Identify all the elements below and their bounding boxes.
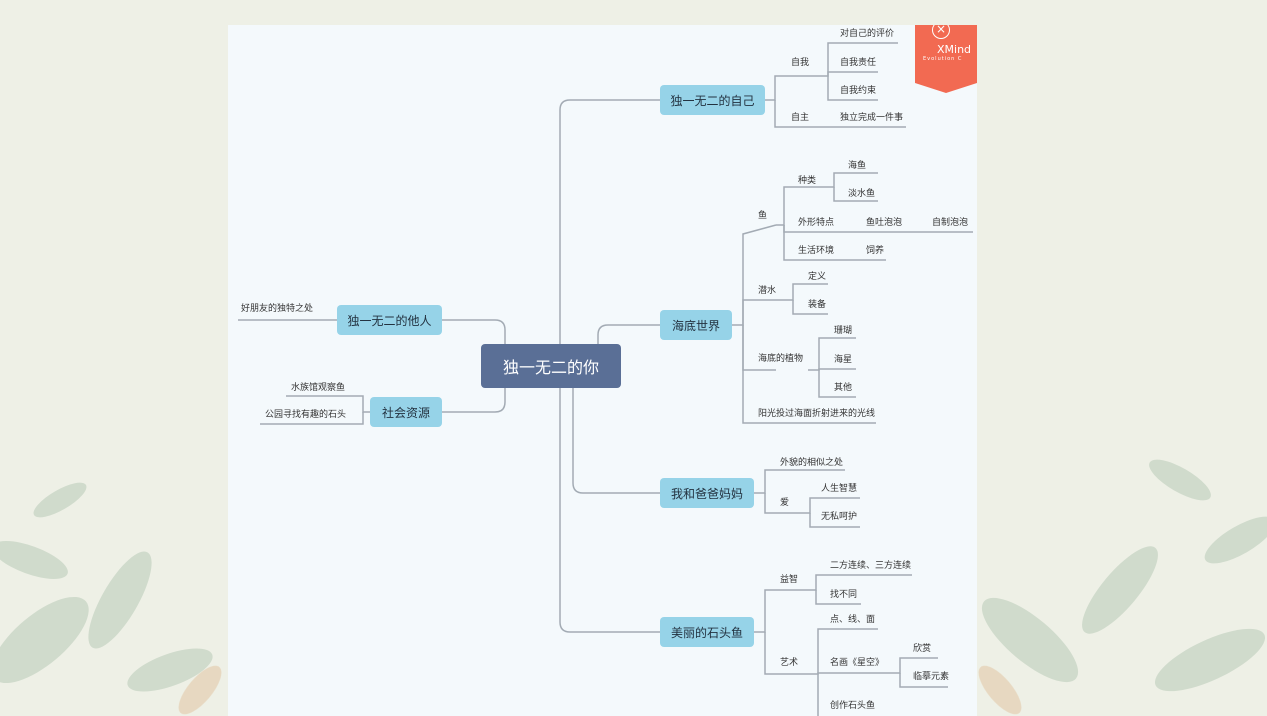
- leaf-equipment[interactable]: 装备: [808, 300, 827, 310]
- leaf-definition[interactable]: 定义: [808, 272, 827, 282]
- close-icon[interactable]: ×: [932, 25, 950, 39]
- leaf-love[interactable]: 爱: [780, 498, 790, 508]
- leaf-shape-features[interactable]: 外形特点: [798, 218, 835, 228]
- leaf-ziwo[interactable]: 自我: [791, 58, 810, 68]
- leaf-copy-elements[interactable]: 临摹元素: [913, 672, 950, 682]
- leaf-coral[interactable]: 珊瑚: [834, 326, 853, 336]
- topic-stone-fish[interactable]: 美丽的石头鱼: [660, 617, 754, 647]
- leaf-others[interactable]: 其他: [834, 383, 853, 393]
- topic-self[interactable]: 独一无二的自己: [660, 85, 765, 115]
- topic-parents[interactable]: 我和爸爸妈妈: [660, 478, 754, 508]
- leaf-sea-plants[interactable]: 海底的植物: [758, 354, 804, 364]
- leaf-sea-fish[interactable]: 海鱼: [848, 161, 867, 171]
- leaf-sunlight[interactable]: 阳光投过海面折射进来的光线: [758, 409, 876, 419]
- leaf-patterns[interactable]: 二方连续、三方连续: [830, 561, 912, 571]
- connector-lines: [238, 42, 973, 716]
- badge-subtitle: Evolution C: [923, 56, 963, 62]
- leaf-selfless-care[interactable]: 无私呵护: [821, 512, 858, 522]
- leaf-zizhu[interactable]: 自主: [791, 113, 810, 123]
- leaf-fish-bubbles[interactable]: 鱼吐泡泡: [866, 218, 903, 228]
- leaf-points-lines[interactable]: 点、线、面: [830, 615, 876, 625]
- badge-ribbon-shape: [915, 25, 977, 93]
- topic-sea-world[interactable]: 海底世界: [660, 310, 732, 340]
- leaf-living-env[interactable]: 生活环境: [798, 246, 835, 256]
- leaf-freshwater-fish[interactable]: 淡水鱼: [848, 189, 876, 199]
- topic-social-resources[interactable]: 社会资源: [370, 397, 442, 427]
- root-topic[interactable]: 独一无二的你: [481, 344, 621, 388]
- leaf-self-discipline[interactable]: 自我约束: [840, 86, 877, 96]
- leaf-starfish[interactable]: 海星: [834, 355, 853, 365]
- badge-brand: XMind: [937, 43, 972, 56]
- mindmap-canvas: 独一无二的你 独一无二的自己 海底世界 我和爸爸妈妈 美丽的石头鱼 独一无二的他…: [228, 25, 977, 716]
- xmind-badge: × XMind Evolution C: [915, 25, 977, 93]
- leaf-self-responsibility[interactable]: 自我责任: [840, 58, 877, 68]
- leaf-kinds[interactable]: 种类: [798, 176, 817, 186]
- leaf-park-stones[interactable]: 公园寻找有趣的石头: [265, 410, 347, 420]
- leaf-friend-uniqueness[interactable]: 好朋友的独特之处: [241, 304, 314, 314]
- leaf-diving[interactable]: 潜水: [758, 286, 777, 296]
- leaf-art[interactable]: 艺术: [780, 658, 799, 668]
- leaf-appreciate[interactable]: 欣赏: [913, 644, 932, 654]
- leaf-life-wisdom[interactable]: 人生智慧: [821, 484, 858, 494]
- leaf-self-evaluation[interactable]: 对自己的评价: [840, 29, 895, 39]
- leaf-starry-night[interactable]: 名画《星空》: [830, 658, 885, 668]
- leaf-spot-difference[interactable]: 找不同: [830, 590, 858, 600]
- leaf-puzzle[interactable]: 益智: [780, 575, 799, 585]
- leaf-create-stone-fish[interactable]: 创作石头鱼: [830, 701, 876, 711]
- leaf-fish[interactable]: 鱼: [758, 211, 768, 221]
- leaf-aquarium[interactable]: 水族馆观察鱼: [291, 383, 346, 393]
- leaf-feeding[interactable]: 饲养: [866, 246, 885, 256]
- leaf-independent-task[interactable]: 独立完成一件事: [840, 113, 904, 123]
- topic-others[interactable]: 独一无二的他人: [337, 305, 442, 335]
- leaf-similar-looks[interactable]: 外貌的相似之处: [780, 458, 844, 468]
- leaf-diy-bubbles[interactable]: 自制泡泡: [932, 218, 969, 228]
